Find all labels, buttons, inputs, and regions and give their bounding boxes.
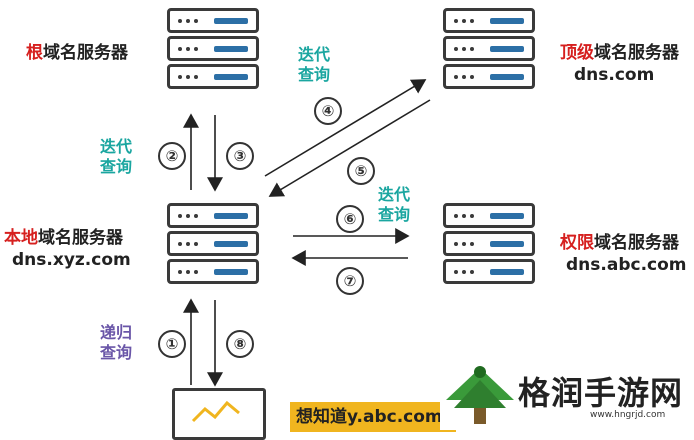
step-7: ⑦: [336, 267, 364, 295]
arrows: [183, 79, 431, 387]
tld-server-host: dns.com: [574, 65, 655, 85]
query-text: 想知道y.abc.com: [290, 402, 456, 432]
watermark-url: www.hngrjd.com: [590, 410, 666, 420]
step-2: ②: [158, 142, 186, 170]
iter-label-left: 迭代查询: [100, 137, 133, 176]
root-server-label: 根域名服务器: [26, 43, 128, 63]
tld-server-icon: [443, 8, 535, 92]
watermark-name: 格润手游网: [518, 374, 684, 412]
local-server-host: dns.xyz.com: [12, 250, 131, 270]
recur-label: 递归查询: [100, 323, 133, 362]
step-3: ③: [226, 142, 254, 170]
local-server-icon: [167, 203, 259, 287]
auth-server-icon: [443, 203, 535, 287]
chart-line-icon: [191, 400, 240, 423]
local-server-label: 本地域名服务器: [4, 228, 123, 248]
client-computer-icon: [172, 388, 266, 440]
step-6: ⑥: [336, 205, 364, 233]
step-5: ⑤: [347, 157, 375, 185]
step-8: ⑧: [226, 330, 254, 358]
iter-label-right: 迭代查询: [378, 185, 411, 224]
root-server-icon: [167, 8, 259, 92]
watermark: 格润手游网 www.hngrjd.com: [440, 362, 694, 430]
step-1: ①: [158, 330, 186, 358]
iter-label-top: 迭代查询: [298, 45, 331, 84]
step-4: ④: [314, 97, 342, 125]
auth-server-label: 权限域名服务器: [560, 233, 679, 253]
auth-server-host: dns.abc.com: [566, 255, 687, 275]
watermark-logo-icon: [446, 366, 514, 424]
tld-server-label: 顶级域名服务器: [560, 43, 679, 63]
